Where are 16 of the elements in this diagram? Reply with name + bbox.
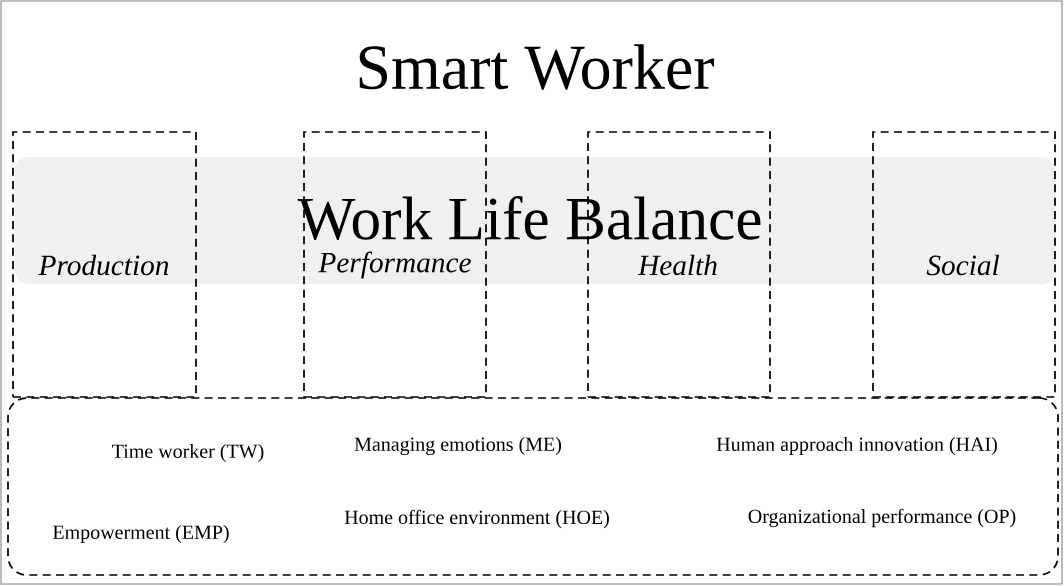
title: Smart Worker: [359, 44, 715, 90]
factor-label: Human approach innovation (HAI): [716, 436, 997, 456]
dashed-box: [872, 131, 1056, 398]
factor-label: Empowerment (EMP): [53, 524, 229, 544]
band: [15, 157, 1055, 284]
dashed-rounded-box: [7, 397, 1059, 576]
factor-label: Managing emotions (ME): [354, 436, 561, 456]
factor-label: Time worker (TW): [112, 443, 264, 463]
box-label: Performance: [318, 251, 471, 279]
factor-label: Organizational performance (OP): [748, 508, 1016, 528]
factor-label: Home office environment (HOE): [344, 509, 609, 529]
dashed-box: [12, 131, 197, 398]
band-label: Work Life Balance: [297, 195, 761, 241]
box-label: Production: [38, 254, 169, 276]
box-label: Health: [637, 254, 717, 276]
box-label: Social: [926, 254, 1000, 276]
